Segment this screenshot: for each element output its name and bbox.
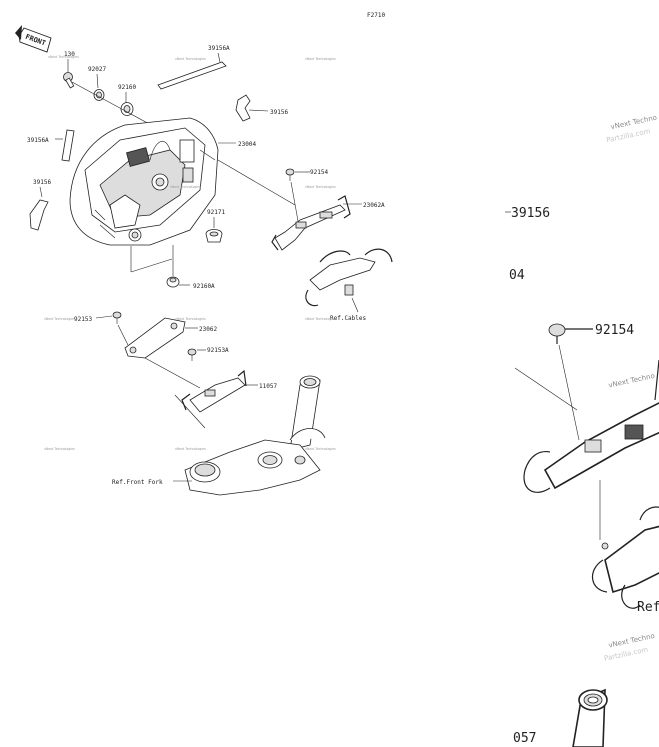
diagram-main-view: F2710 FRONT 130 92027 92160 3915	[15, 12, 393, 496]
svg-text:vNext Techno: vNext Techno	[610, 114, 658, 132]
zoom-screw-92154	[548, 323, 566, 344]
svg-text:vNext Techno: vNext Techno	[608, 632, 656, 650]
label-23004: 23004	[238, 141, 256, 148]
svg-text:vNext Technologies: vNext Technologies	[305, 447, 336, 451]
label-11057: 11057	[259, 383, 277, 390]
grommet-92160A	[166, 276, 180, 288]
zoom-watermark-top: vNext Techno Partzilla.com	[606, 114, 658, 145]
svg-text:vNext Technologies: vNext Technologies	[175, 317, 206, 321]
svg-text:vNext Technologies: vNext Technologies	[305, 185, 336, 189]
steering-stem	[184, 375, 326, 496]
cable-guide	[305, 248, 393, 307]
zoom-cable-guide	[592, 506, 659, 609]
svg-text:vNext Technologies: vNext Technologies	[305, 317, 336, 321]
label-39156-right: 39156	[270, 109, 288, 116]
label-39156-left: 39156	[33, 179, 51, 186]
zoom-label-39156: 39156	[511, 206, 550, 221]
label-92171: 92171	[207, 209, 225, 216]
label-ref-front-fork: Ref.Front Fork	[112, 479, 163, 486]
pad-39156-right	[235, 94, 251, 122]
bolt-130	[63, 72, 75, 89]
label-92160: 92160	[118, 84, 136, 91]
headlight-housing-23004	[69, 117, 219, 246]
zoom-label-04: 04	[509, 268, 525, 283]
zoom-watermark-bottom: vNext Techno Partzilla.com	[603, 632, 656, 663]
watermarks: vNext Technologies vNext Technologies vN…	[44, 55, 336, 451]
svg-text:vNext Techno: vNext Techno	[608, 372, 656, 390]
label-39156A-top: 39156A	[208, 45, 230, 52]
svg-text:vNext Technologies: vNext Technologies	[305, 57, 336, 61]
label-92154: 92154	[310, 169, 328, 176]
label-23062: 23062	[199, 326, 217, 333]
bracket-plate-23062	[124, 317, 186, 359]
zoom-label-057: 057	[513, 731, 536, 746]
svg-text:vNext Technologies: vNext Technologies	[48, 55, 79, 59]
diagram-zoom-view: vNext Techno Partzilla.com 39156 04 9215…	[505, 0, 659, 747]
zoom-label-ref: Ref	[637, 600, 659, 615]
label-ref-cables: Ref.Cables	[330, 315, 367, 322]
front-arrow-icon: FRONT	[15, 25, 52, 53]
pad-39156-left	[29, 199, 49, 231]
label-92153: 92153	[74, 316, 92, 323]
label-39156A-left: 39156A	[27, 137, 49, 144]
label-130: 130	[64, 51, 75, 58]
svg-text:vNext Technologies: vNext Technologies	[175, 57, 206, 61]
zoom-watermark-mid: vNext Techno	[608, 372, 656, 390]
clamp-92171	[205, 229, 223, 243]
svg-text:vNext Technologies: vNext Technologies	[170, 185, 201, 189]
zoom-bracket-23062A	[523, 359, 659, 493]
bracket-11057	[181, 369, 247, 413]
bolt-92153	[112, 311, 122, 324]
zoom-label-92154: 92154	[595, 323, 634, 338]
svg-text:vNext Technologies: vNext Technologies	[44, 447, 75, 451]
label-23062A: 23062A	[363, 202, 385, 209]
label-92153A: 92153A	[207, 347, 229, 354]
zoomed-diagram-crop: vNext Techno Partzilla.com 39156 04 9215…	[505, 114, 659, 747]
svg-text:vNext Technologies: vNext Technologies	[44, 317, 75, 321]
screw-92154	[285, 168, 295, 181]
grommet-92160	[120, 102, 134, 116]
label-92160A: 92160A	[193, 283, 215, 290]
figure-code: F2710	[367, 12, 385, 19]
strip-39156A-top	[157, 61, 227, 90]
bracket-23062A	[271, 195, 351, 251]
exploded-parts-diagram: F2710 FRONT 130 92027 92160 3915	[15, 12, 393, 496]
svg-text:vNext Technologies: vNext Technologies	[175, 447, 206, 451]
zoom-steering-stem-top	[572, 688, 608, 747]
strip-39156A-left	[61, 129, 75, 162]
label-92027: 92027	[88, 66, 106, 73]
bolt-92153A	[187, 348, 197, 361]
